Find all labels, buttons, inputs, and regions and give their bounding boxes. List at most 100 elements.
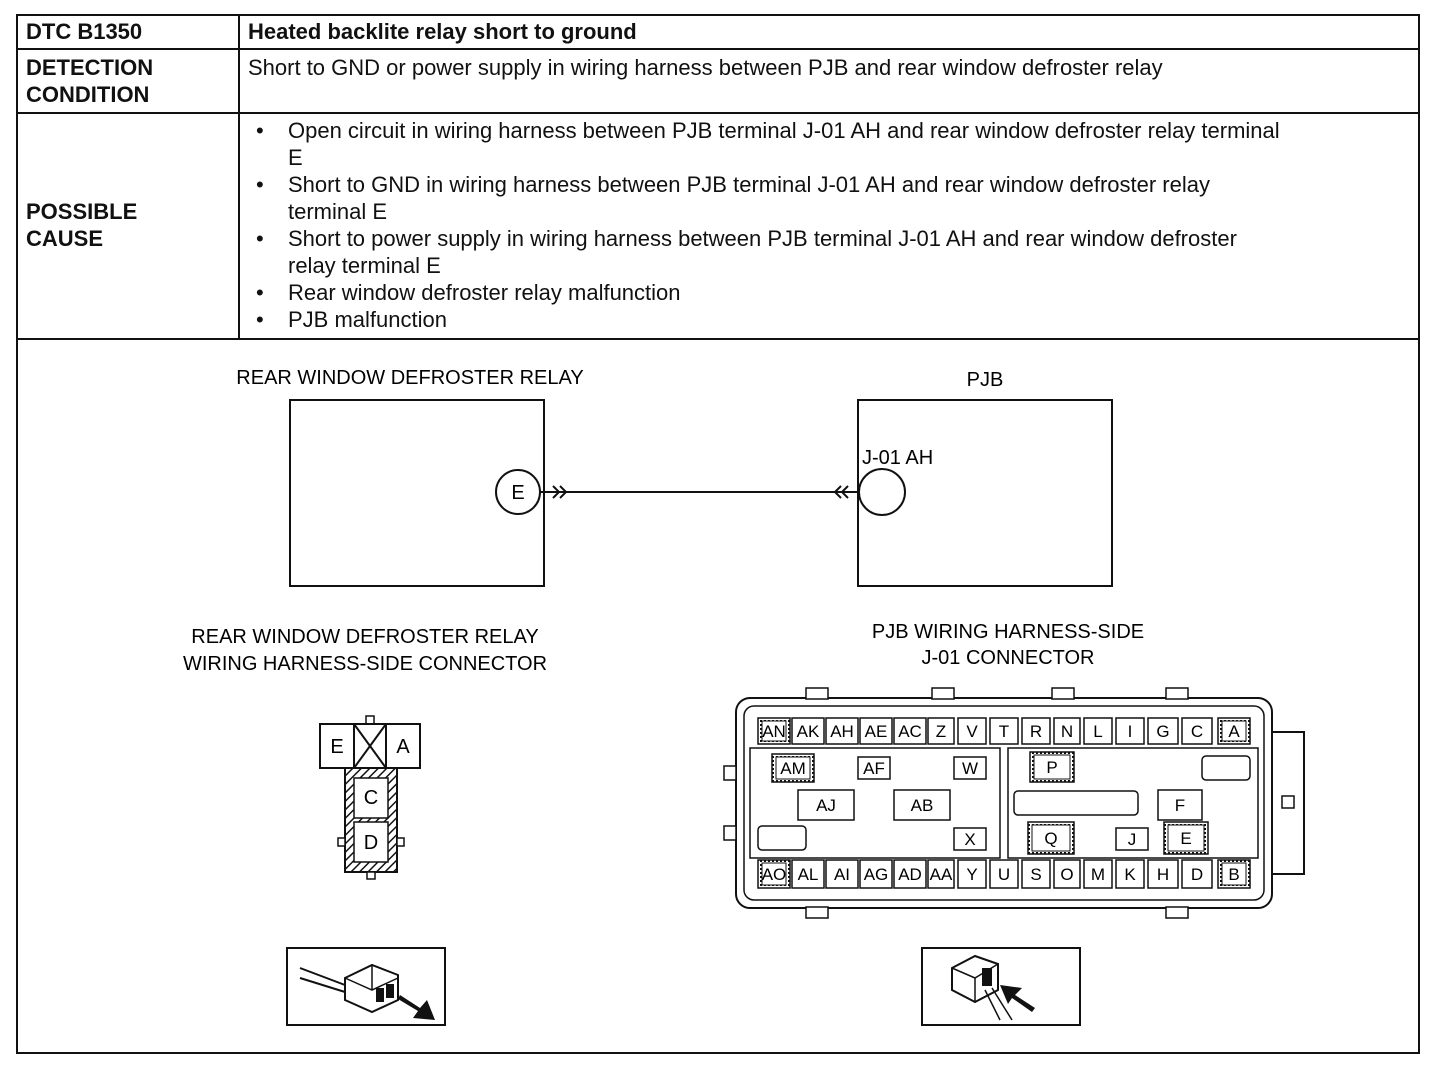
cause-line: Short to power supply in wiring harness … bbox=[288, 226, 1237, 251]
pjb-pin-label: AK bbox=[797, 722, 820, 741]
pjb-pin-top: G bbox=[1147, 717, 1179, 745]
cause-line: Rear window defroster relay malfunction bbox=[288, 280, 681, 305]
pjb-pin-label: E bbox=[1180, 829, 1191, 848]
pjb-pin-label: G bbox=[1156, 722, 1169, 741]
pjb-terminal-label: J-01 AH bbox=[862, 447, 933, 469]
dtc-code: DTC B1350 bbox=[26, 19, 143, 44]
pjb-title: PJB bbox=[967, 369, 1004, 391]
pjb-pin-bottom: K bbox=[1115, 859, 1145, 889]
pjb-pin-label: J bbox=[1128, 830, 1137, 849]
pjb-pin-top: AK bbox=[791, 717, 825, 745]
pjb-pin-top: T bbox=[989, 717, 1019, 745]
pjb-pin-top: AC bbox=[893, 717, 927, 745]
pjb-pin-label: AD bbox=[898, 865, 922, 884]
pjb-pin-top: AH bbox=[825, 717, 859, 745]
pjb-pin-bottom: AG bbox=[859, 859, 893, 889]
detection-label: DETECTION CONDITION bbox=[26, 54, 153, 108]
pjb-pin-label: U bbox=[998, 865, 1010, 884]
pjb-pin-label: AO bbox=[762, 865, 787, 884]
pjb-pin-label: Z bbox=[936, 722, 946, 741]
cause-label: POSSIBLE CAUSE bbox=[26, 198, 137, 252]
pjb-pin-middle: W bbox=[953, 756, 987, 780]
pjb-pin-label: AG bbox=[864, 865, 889, 884]
cause-item: Rear window defroster relay malfunction bbox=[250, 279, 1410, 306]
pjb-pin-bottom: M bbox=[1083, 859, 1113, 889]
cause-line: PJB malfunction bbox=[288, 307, 447, 332]
pjb-pin-label: X bbox=[964, 830, 975, 849]
pjb-pin-label: P bbox=[1046, 758, 1057, 777]
pjb-pin-middle: E bbox=[1163, 821, 1209, 855]
pjb-pin-label: I bbox=[1128, 722, 1133, 741]
pjb-pin-top: AE bbox=[859, 717, 893, 745]
cause-line: Short to GND in wiring harness between P… bbox=[288, 172, 1210, 197]
relay-terminal-label: E bbox=[511, 482, 524, 504]
pjb-pin-label: V bbox=[966, 722, 978, 741]
pjb-connector-title: PJB WIRING HARNESS-SIDE bbox=[872, 621, 1144, 643]
pjb-pin-label: AC bbox=[898, 722, 922, 741]
relay-connector-title: REAR WINDOW DEFROSTER RELAY bbox=[191, 626, 538, 648]
pjb-pin-label: T bbox=[999, 722, 1009, 741]
cause-line: relay terminal E bbox=[288, 253, 441, 278]
detection-label-line: CONDITION bbox=[26, 82, 150, 107]
pjb-terminal bbox=[858, 468, 906, 516]
pjb-pin-bottom: AL bbox=[791, 859, 825, 889]
pjb-pin-label: AB bbox=[911, 796, 934, 815]
pjb-pin-label: D bbox=[1191, 865, 1203, 884]
table-frame bbox=[16, 14, 1420, 1054]
pjb-pin-label: S bbox=[1030, 865, 1041, 884]
connector-mark bbox=[559, 485, 568, 499]
pjb-pin-bottom: O bbox=[1053, 859, 1081, 889]
pjb-pin-bottom: B bbox=[1217, 859, 1251, 889]
pjb-pin-label: AE bbox=[865, 722, 888, 741]
pjb-pin-bottom: S bbox=[1021, 859, 1051, 889]
pjb-pin-middle: Q bbox=[1027, 821, 1075, 855]
pjb-pin-label: AA bbox=[930, 865, 953, 884]
pjb-pin-middle: AF bbox=[857, 756, 891, 780]
relay-connector-title: WIRING HARNESS-SIDE CONNECTOR bbox=[183, 653, 547, 675]
cause-list: Open circuit in wiring harness between P… bbox=[250, 117, 1410, 333]
pjb-pin-top: N bbox=[1053, 717, 1081, 745]
pjb-pin-label: AI bbox=[834, 865, 850, 884]
detection-label-line: DETECTION bbox=[26, 55, 154, 80]
pjb-pin-top: Z bbox=[927, 717, 955, 745]
pjb-pin-label: N bbox=[1061, 722, 1073, 741]
pjb-pin-middle: X bbox=[953, 827, 987, 851]
cause-item: PJB malfunction bbox=[250, 306, 1410, 333]
relay-pin-d: D bbox=[364, 832, 378, 854]
connector-mark bbox=[840, 485, 849, 499]
cause-item: Short to GND in wiring harness between P… bbox=[250, 171, 1410, 225]
pjb-pin-middle: AM bbox=[771, 753, 815, 783]
relay-view-icon bbox=[286, 947, 446, 1026]
pjb-pin-bottom: AA bbox=[927, 859, 955, 889]
pjb-pin-top: C bbox=[1181, 717, 1213, 745]
cause-label-line: POSSIBLE bbox=[26, 199, 138, 224]
pjb-pin-middle: AB bbox=[893, 789, 951, 821]
connector-mark bbox=[833, 485, 842, 499]
cause-line: Open circuit in wiring harness between P… bbox=[288, 118, 1280, 143]
pjb-pin-label: R bbox=[1030, 722, 1042, 741]
pjb-pin-middle: J bbox=[1115, 827, 1149, 851]
pjb-pin-top: A bbox=[1217, 717, 1251, 745]
pjb-pin-label: AH bbox=[830, 722, 854, 741]
cause-label-line: CAUSE bbox=[26, 226, 104, 251]
pjb-pin-label: K bbox=[1124, 865, 1136, 884]
connector-mark bbox=[552, 485, 561, 499]
pjb-pin-bottom: AD bbox=[893, 859, 927, 889]
dtc-title: Heated backlite relay short to ground bbox=[248, 19, 637, 44]
pjb-pin-label: W bbox=[962, 759, 978, 778]
row-divider bbox=[16, 112, 1420, 114]
pjb-pin-label: AJ bbox=[816, 796, 836, 815]
detection-text: Short to GND or power supply in wiring h… bbox=[248, 55, 1163, 80]
pjb-pin-middle: P bbox=[1029, 751, 1075, 783]
pjb-pin-label: AM bbox=[780, 759, 806, 778]
pjb-pin-middle: AJ bbox=[797, 789, 855, 821]
pjb-pin-label: C bbox=[1191, 722, 1203, 741]
cause-line: E bbox=[288, 145, 303, 170]
pjb-pin-label: AF bbox=[863, 759, 885, 778]
row-divider bbox=[16, 48, 1420, 50]
pjb-pin-top: V bbox=[957, 717, 987, 745]
pjb-pin-label: B bbox=[1228, 865, 1239, 884]
pjb-pin-bottom: H bbox=[1147, 859, 1179, 889]
